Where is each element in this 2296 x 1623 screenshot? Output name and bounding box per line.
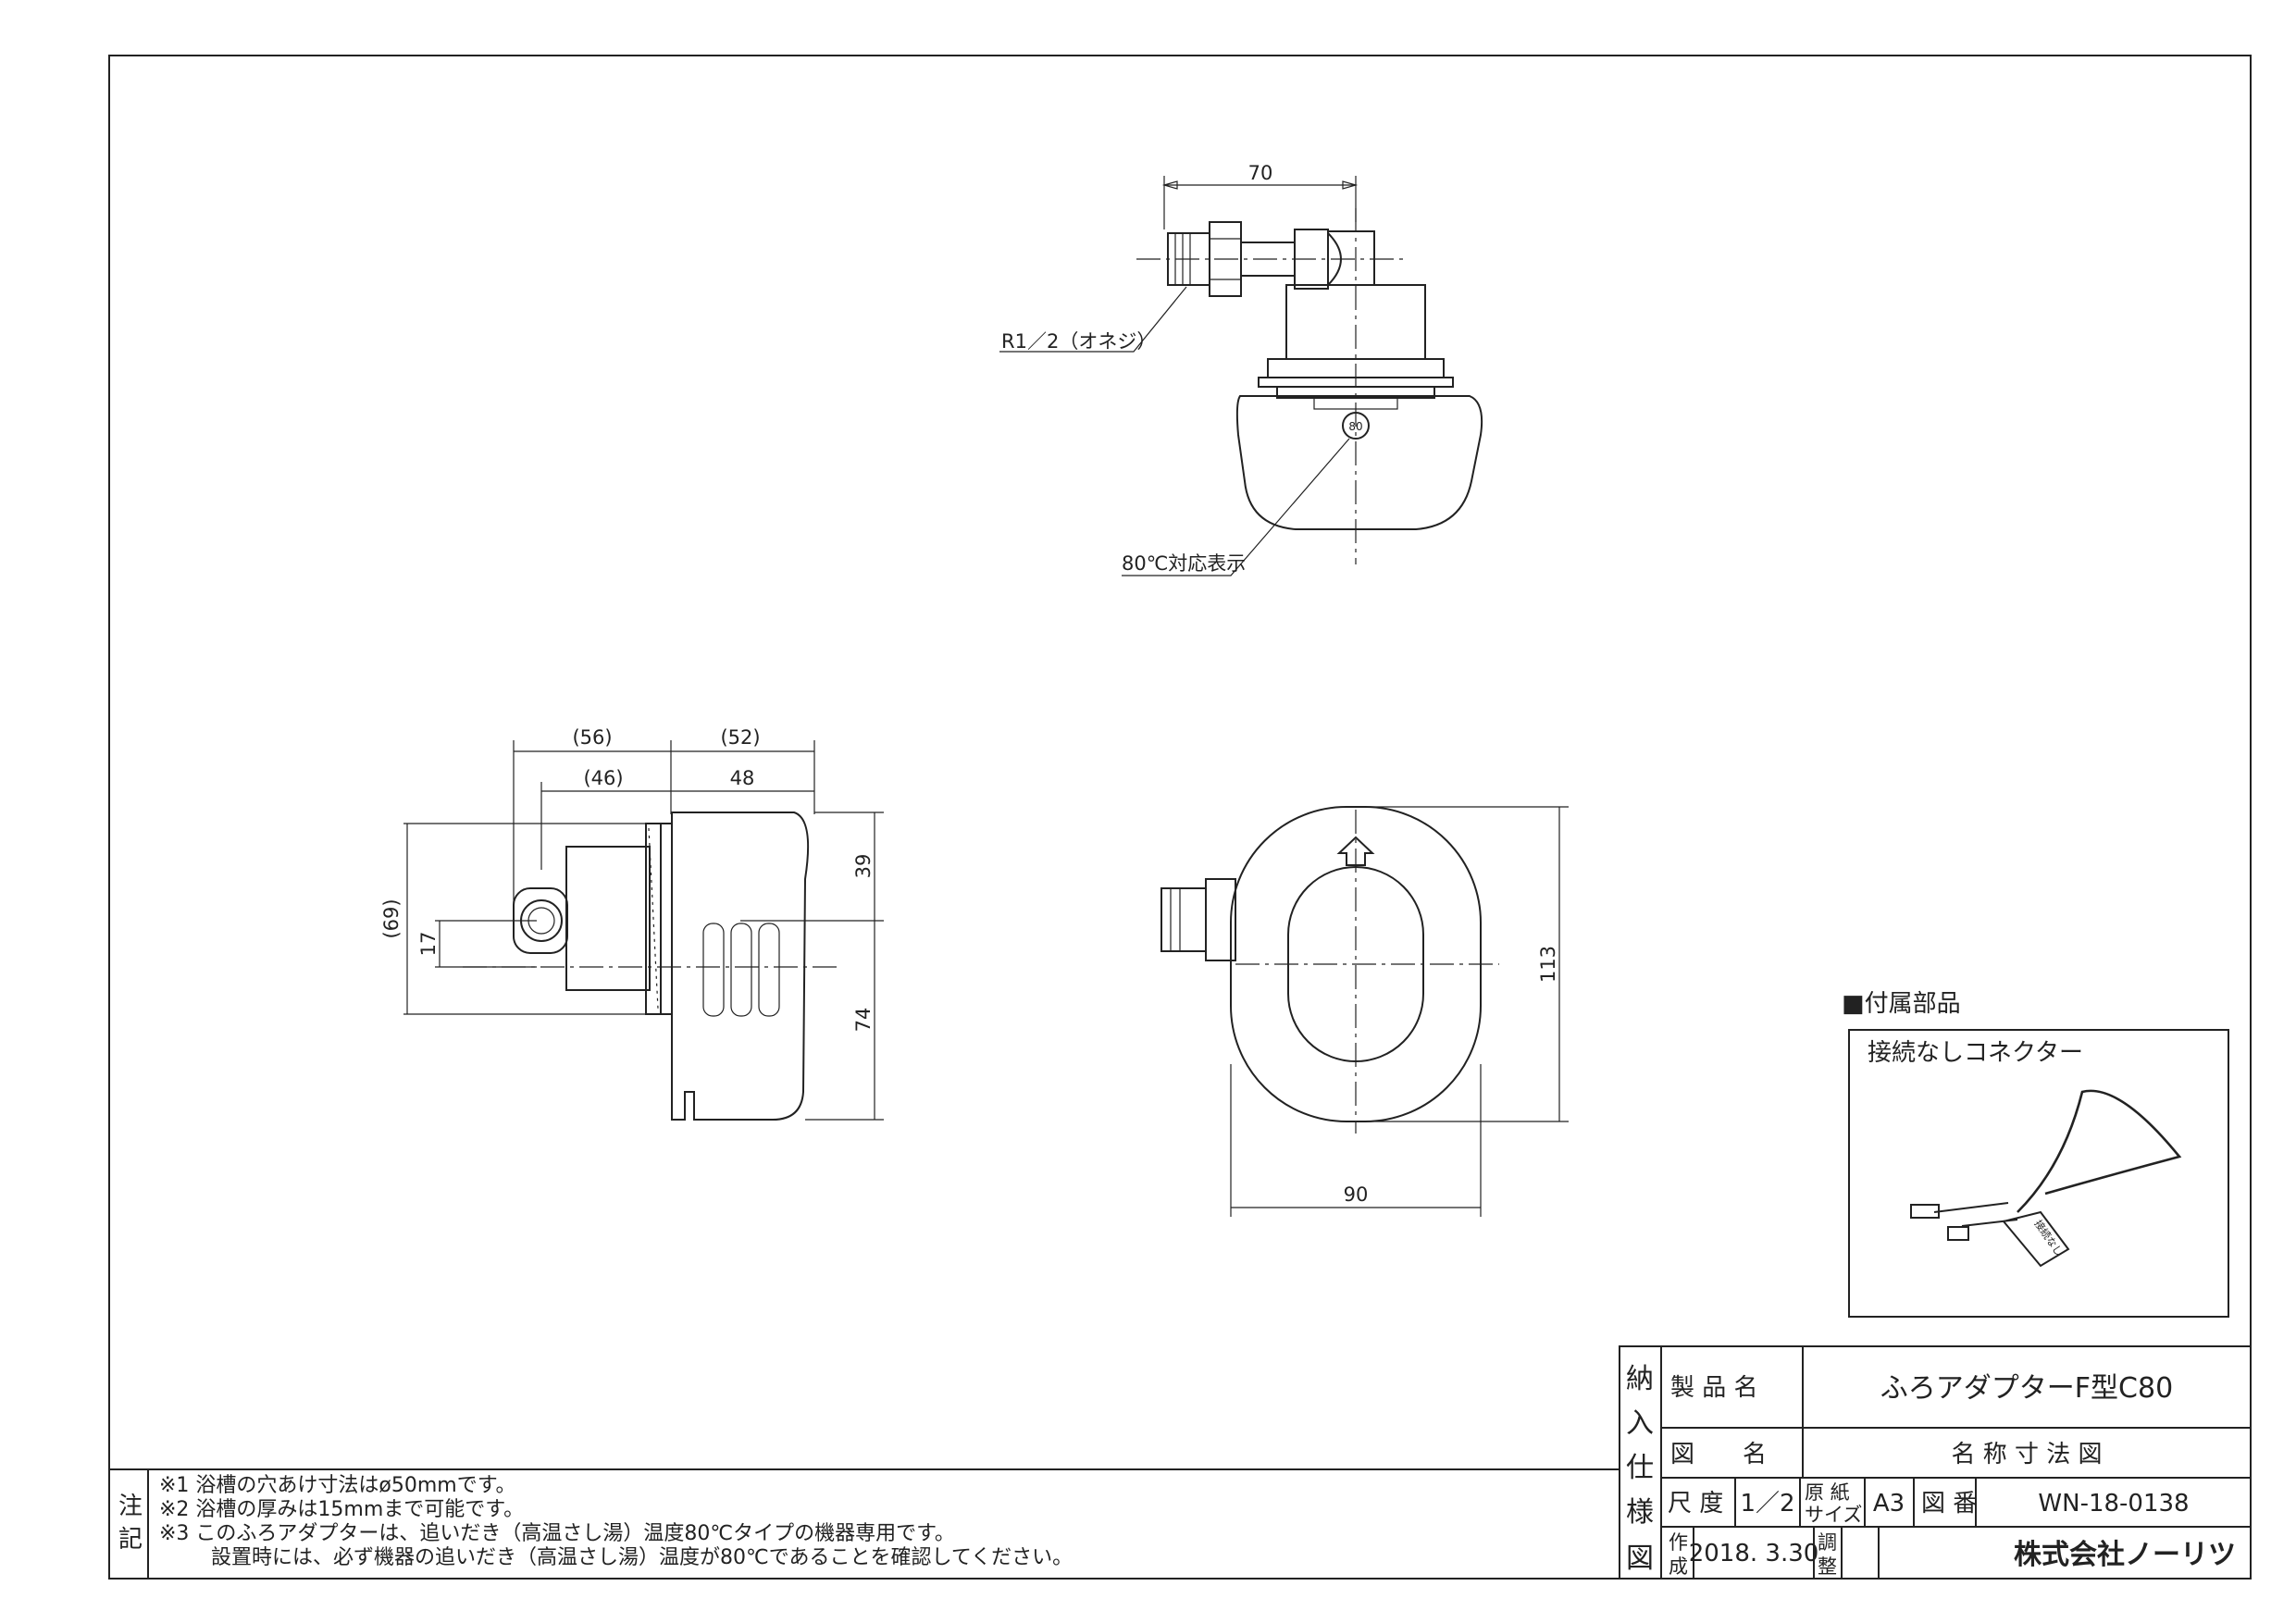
dim-74-label: 74 bbox=[852, 1008, 875, 1033]
drawing-frame bbox=[108, 55, 2252, 1580]
scale-label: 尺 度 bbox=[1668, 1490, 1723, 1518]
paper-size-label-1: 原 紙 bbox=[1805, 1481, 1850, 1504]
accessory-box bbox=[1848, 1029, 2229, 1318]
side-label-4: 様 bbox=[1626, 1496, 1654, 1529]
note-line-3: ※3 このふろアダプターは、追いだき（高温さし湯）温度80℃タイプの機器専用です… bbox=[159, 1522, 955, 1545]
cover-side bbox=[671, 812, 810, 1121]
connector-wire-loop bbox=[2017, 1089, 2182, 1213]
accessory-heading: ■付属部品 bbox=[1842, 990, 1961, 1018]
cover-top bbox=[1235, 395, 1483, 530]
drawing-number-label: 図 番 bbox=[1921, 1490, 1977, 1518]
dim-17-label: 17 bbox=[417, 932, 440, 957]
created-label-1: 作 bbox=[1669, 1531, 1688, 1554]
title-block: 納 入 仕 様 図 製 品 名 ふろアダプターF型C80 図 名 名 称 寸 法… bbox=[1619, 1345, 2252, 1580]
scale-value: 1／2 bbox=[1740, 1490, 1794, 1518]
notes-heading-1: 注 bbox=[118, 1493, 143, 1520]
dim-56-label: (56) bbox=[572, 726, 612, 749]
dim-69-label: (69) bbox=[380, 898, 403, 938]
paper-size-value: A3 bbox=[1873, 1490, 1905, 1518]
created-date: 2018. 3.30 bbox=[1689, 1540, 1819, 1567]
note-line-2: ※2 浴槽の厚みは15mmまで可能です。 bbox=[159, 1498, 524, 1521]
connector-plug-2 bbox=[1947, 1226, 1969, 1241]
hex-nut-side bbox=[513, 887, 568, 954]
drawing-name-label: 図 名 bbox=[1670, 1441, 1767, 1468]
badge-text: 80 bbox=[1348, 420, 1362, 433]
paper-size-label-2: サイズ bbox=[1805, 1504, 1862, 1526]
up-arrow-icon bbox=[1336, 836, 1375, 866]
note-line-4: 設置時には、必ず機器の追いだき（高温さし湯）温度が80℃であることを確認してくだ… bbox=[211, 1546, 1073, 1569]
created-label-2: 成 bbox=[1669, 1555, 1688, 1578]
dim-39-label: 39 bbox=[852, 854, 875, 879]
side-label-2: 入 bbox=[1626, 1407, 1654, 1440]
side-label-3: 仕 bbox=[1626, 1452, 1654, 1484]
company-name: 株式会社ノーリツ bbox=[2014, 1539, 2236, 1571]
adjust-label-1: 調 bbox=[1818, 1531, 1837, 1554]
notes-heading-2: 記 bbox=[118, 1526, 143, 1554]
connector-plug-1 bbox=[1910, 1204, 1940, 1219]
product-name-label: 製 品 名 bbox=[1670, 1374, 1758, 1402]
accessory-item-name: 接続なしコネクター bbox=[1868, 1039, 2083, 1067]
drawing-number: WN-18-0138 bbox=[2038, 1490, 2189, 1518]
side-label-5: 図 bbox=[1626, 1542, 1654, 1575]
connector-tag bbox=[2002, 1210, 2070, 1268]
temp-display-label: 80℃対応表示 bbox=[1122, 552, 1246, 575]
dim-52-label: (52) bbox=[720, 726, 760, 749]
notes-section: 注 記 ※1 浴槽の穴あけ寸法はø50mmです。 ※2 浴槽の厚みは15mmまで… bbox=[109, 1468, 1620, 1579]
adjust-label-2: 整 bbox=[1818, 1555, 1837, 1578]
dim-48-label: 48 bbox=[730, 767, 755, 789]
accessory-section: ■付属部品 接続なしコネクター 接続なし bbox=[1842, 990, 2229, 1318]
top-view: 70 80 R1／2（オネジ） 80℃対応表示 bbox=[999, 162, 1483, 576]
dim-113-label: 113 bbox=[1537, 946, 1559, 983]
side-view: (56) (52) (46) 48 (69) 17 39 74 bbox=[380, 726, 884, 1121]
dim-90-label: 90 bbox=[1344, 1183, 1369, 1206]
dim-46-label: (46) bbox=[583, 767, 623, 789]
product-name: ふろアダプターF型C80 bbox=[1880, 1372, 2173, 1405]
note-line-1: ※1 浴槽の穴あけ寸法はø50mmです。 bbox=[159, 1474, 516, 1497]
drawing-name: 名 称 寸 法 図 bbox=[1951, 1441, 2102, 1468]
side-label-1: 納 bbox=[1626, 1363, 1654, 1395]
dim-70-label: 70 bbox=[1248, 162, 1273, 184]
thread-label: R1／2（オネジ） bbox=[1001, 330, 1156, 353]
temperature-badge bbox=[1342, 412, 1370, 440]
front-view: 113 90 bbox=[1160, 806, 1569, 1217]
